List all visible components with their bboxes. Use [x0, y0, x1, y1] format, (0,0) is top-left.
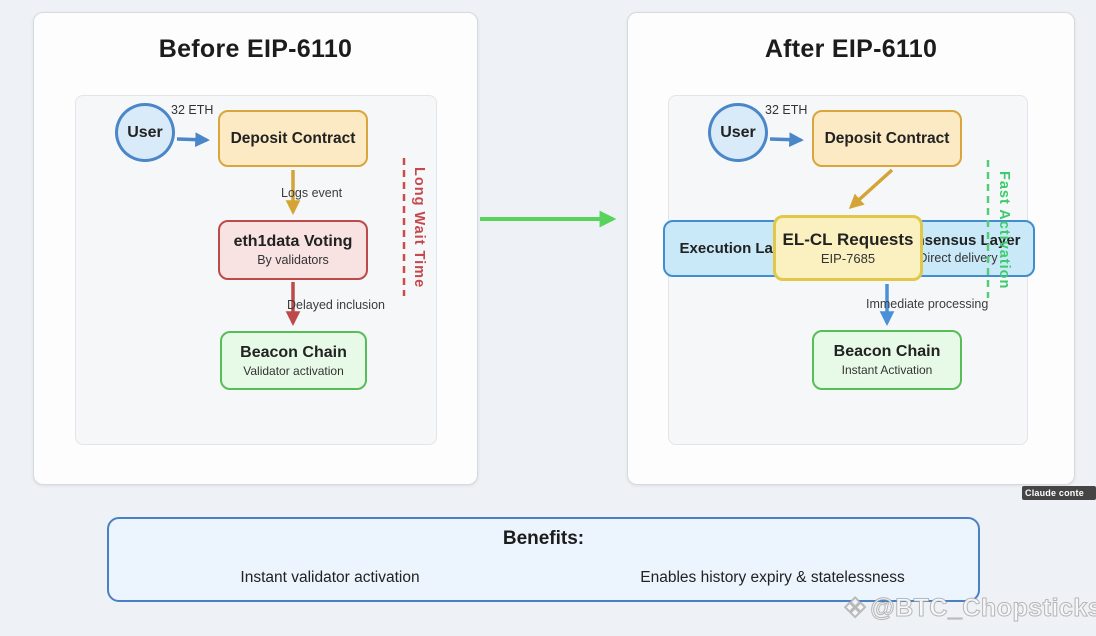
- before-deposit-contract-label: Deposit Contract: [230, 129, 356, 147]
- after-panel-title: After EIP-6110: [764, 35, 938, 63]
- elcl-requests-node: EL-CL Requests EIP-7685: [773, 215, 923, 281]
- before-eth1data-subtitle: By validators: [257, 252, 329, 267]
- diamond-icon: ❖: [842, 593, 868, 623]
- after-deposit-contract-node: Deposit Contract: [812, 110, 962, 167]
- after-beacon-subtitle: Instant Activation: [841, 363, 933, 377]
- consensus-layer-subtitle: Direct delivery: [918, 251, 998, 266]
- fast-activation-label: Fast Activation: [996, 170, 1012, 290]
- claude-context-badge: Claude conte: [1022, 486, 1096, 500]
- before-eth-amount-label: 32 ETH: [171, 103, 214, 117]
- benefit-item-1: Instant validator activation: [240, 569, 420, 586]
- execution-layer-text: Execution Layer: [665, 220, 810, 277]
- before-beacon-subtitle: Validator activation: [243, 363, 344, 378]
- before-logs-event-label: Logs event: [281, 186, 343, 200]
- after-deposit-contract-label: Deposit Contract: [824, 129, 950, 147]
- immediate-processing-label: Immediate processing: [866, 297, 989, 311]
- benefits-box: [107, 517, 980, 602]
- execution-layer-label: Execution Layer: [679, 239, 796, 257]
- before-deposit-contract-node: Deposit Contract: [218, 110, 368, 167]
- after-user-node: User: [708, 103, 768, 162]
- after-eth-amount-label: 32 ETH: [765, 103, 808, 117]
- before-beacon-title: Beacon Chain: [240, 343, 347, 361]
- consensus-layer-text: Consensus Layer Direct delivery: [883, 220, 1033, 277]
- benefits-title: Benefits:: [502, 528, 585, 549]
- before-delayed-inclusion-label: Delayed inclusion: [287, 298, 385, 312]
- elcl-requests-title: EL-CL Requests: [782, 229, 914, 249]
- watermark: ❖ @BTC_Chopsticks: [842, 593, 1096, 623]
- watermark-handle: @BTC_Chopsticks: [870, 594, 1096, 623]
- after-user-label: User: [720, 123, 756, 141]
- before-user-label: User: [127, 123, 163, 141]
- before-beacon-chain-node: Beacon Chain Validator activation: [220, 331, 367, 390]
- before-user-node: User: [115, 103, 175, 162]
- consensus-layer-label: Consensus Layer: [895, 231, 1021, 249]
- before-panel-title: Before EIP-6110: [158, 35, 353, 63]
- after-beacon-title: Beacon Chain: [833, 343, 941, 360]
- before-eth1data-voting-node: eth1data Voting By validators: [218, 220, 368, 280]
- long-wait-time-label: Long Wait Time: [411, 167, 427, 289]
- elcl-requests-subtitle: EIP-7685: [820, 251, 876, 266]
- before-eth1data-title: eth1data Voting: [233, 232, 353, 250]
- benefit-item-2: Enables history expiry & statelessness: [640, 569, 905, 586]
- after-beacon-chain-node: Beacon Chain Instant Activation: [812, 330, 962, 390]
